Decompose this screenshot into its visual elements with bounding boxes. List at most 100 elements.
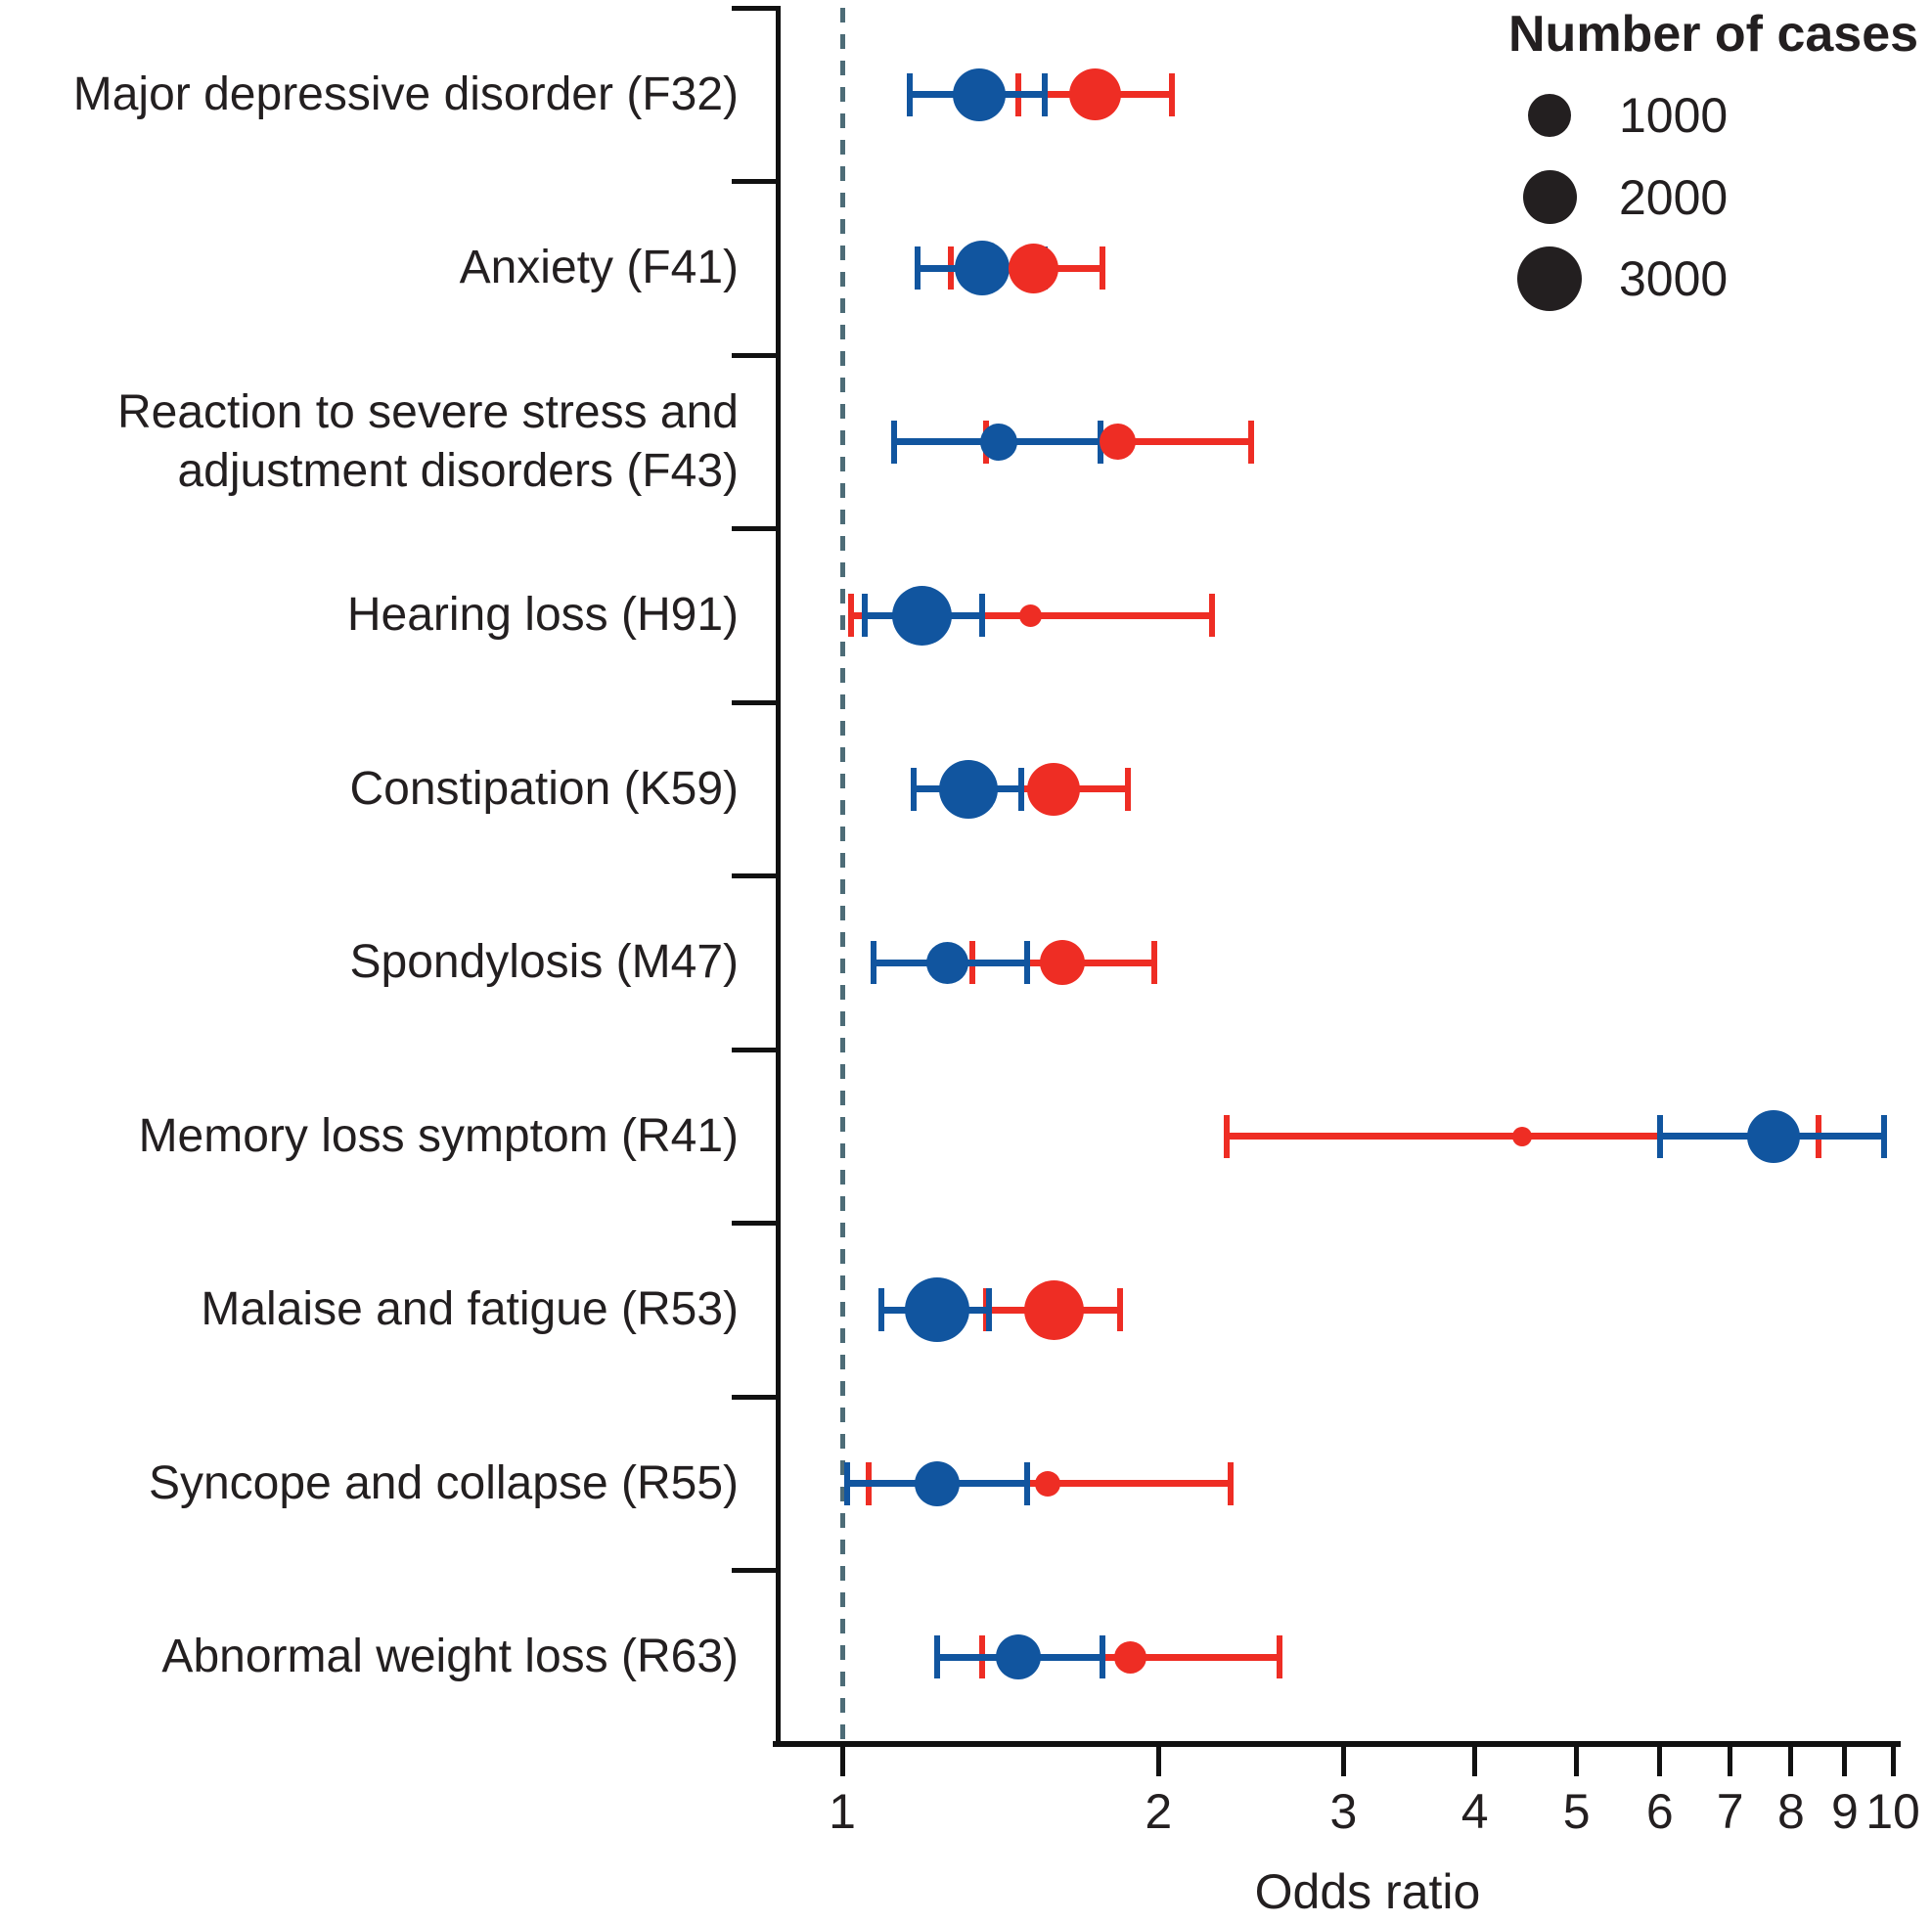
red-errorbar-cap-high	[1150, 941, 1157, 985]
red-errorbar-cap-high	[1209, 594, 1216, 638]
blue-errorbar-cap-low	[878, 1288, 885, 1332]
category-divider-tick	[732, 1394, 781, 1400]
red-data-point	[1023, 1279, 1084, 1340]
red-data-point	[1008, 243, 1058, 293]
blue-data-point	[980, 423, 1018, 461]
legend-item-label: 3000	[1619, 251, 1729, 306]
blue-errorbar-cap-high	[1017, 767, 1024, 811]
category-divider-tick	[732, 1568, 781, 1573]
blue-errorbar-cap-high	[1880, 1114, 1887, 1158]
legend-item-label: 1000	[1619, 88, 1729, 143]
legend-bubble	[1517, 246, 1582, 311]
x-tick	[839, 1747, 845, 1776]
blue-data-point	[952, 67, 1006, 121]
blue-errorbar-cap-low	[890, 420, 897, 464]
x-tick-label: 2	[1145, 1784, 1173, 1839]
red-data-point	[1100, 424, 1137, 461]
category-label: Constipation (K59)	[349, 762, 739, 815]
blue-data-point	[955, 241, 1011, 296]
size-legend: Number of cases 1000 2000 3000	[1487, 0, 1932, 323]
red-errorbar-cap-high	[1117, 1288, 1124, 1332]
x-tick	[1155, 1747, 1161, 1776]
category-divider-tick	[732, 352, 781, 358]
red-errorbar-cap-high	[1247, 420, 1254, 464]
red-data-point	[1068, 68, 1121, 121]
blue-data-point	[904, 1277, 969, 1343]
category-label: Abnormal weight loss (R63)	[161, 1631, 739, 1683]
x-tick	[1842, 1747, 1848, 1776]
x-tick	[1788, 1747, 1794, 1776]
blue-data-point	[1747, 1109, 1801, 1163]
red-errorbar-cap-low	[1223, 1114, 1230, 1158]
red-data-point	[1035, 1470, 1061, 1497]
reference-line	[839, 8, 845, 1744]
blue-data-point	[995, 1634, 1041, 1680]
blue-errorbar-cap-high	[1042, 72, 1049, 116]
red-data-point	[1040, 940, 1086, 986]
legend-title: Number of cases	[1508, 6, 1919, 63]
x-tick-label: 5	[1562, 1784, 1591, 1839]
red-errorbar-cap-high	[1227, 1461, 1234, 1505]
red-errorbar-cap-high	[1100, 246, 1106, 291]
blue-errorbar-cap-high	[979, 594, 986, 638]
x-tick-label: 7	[1716, 1784, 1744, 1839]
x-tick	[1657, 1747, 1663, 1776]
blue-errorbar-cap-low	[1656, 1114, 1663, 1158]
blue-errorbar-cap-low	[907, 72, 914, 116]
legend-bubble	[1522, 170, 1577, 224]
category-label: Reaction to severe stress and adjustment…	[117, 385, 739, 497]
category-label: Major depressive disorder (F32)	[72, 67, 739, 120]
category-label: Malaise and fatigue (R53)	[201, 1283, 739, 1336]
red-errorbar-cap-high	[1277, 1635, 1283, 1679]
category-divider-tick	[732, 5, 781, 11]
x-tick	[1728, 1747, 1733, 1776]
x-axis	[773, 1741, 1901, 1747]
blue-errorbar-cap-high	[1024, 941, 1031, 985]
category-divider-tick	[732, 179, 781, 184]
category-label: Hearing loss (H91)	[346, 589, 739, 642]
red-errorbar-cap-high	[1169, 72, 1176, 116]
red-data-point	[1018, 604, 1042, 627]
x-tick-label: 8	[1777, 1784, 1805, 1839]
blue-data-point	[914, 1460, 960, 1506]
category-divider-tick	[732, 1047, 781, 1052]
x-tick	[1340, 1747, 1346, 1776]
category-label: Spondylosis (M47)	[349, 936, 740, 989]
category-divider-tick	[732, 526, 781, 531]
red-data-point	[1113, 1640, 1146, 1674]
blue-errorbar-cap-high	[1100, 1635, 1106, 1679]
category-divider-tick	[732, 699, 781, 705]
category-label: Anxiety (F41)	[459, 242, 739, 294]
blue-errorbar-cap-high	[986, 1288, 993, 1332]
blue-data-point	[939, 759, 999, 819]
red-errorbar-cap-low	[848, 594, 855, 638]
blue-errorbar-cap-low	[915, 246, 921, 291]
red-data-point	[1027, 762, 1081, 816]
x-tick-label: 10	[1865, 1784, 1920, 1839]
category-label: Syncope and collapse (R55)	[148, 1456, 739, 1509]
red-errorbar-cap-high	[1124, 767, 1131, 811]
x-tick-label: 4	[1460, 1784, 1489, 1839]
category-label: Memory loss symptom (R41)	[138, 1109, 739, 1162]
category-divider-tick	[732, 873, 781, 878]
blue-data-point	[926, 941, 969, 984]
blue-errorbar-cap-low	[861, 594, 868, 638]
legend-item-label: 2000	[1619, 169, 1729, 225]
blue-data-point	[891, 585, 952, 646]
legend-bubble	[1528, 94, 1571, 137]
red-data-point	[1512, 1126, 1533, 1146]
x-tick-label: 1	[829, 1784, 856, 1839]
x-tick	[1574, 1747, 1580, 1776]
x-tick-label: 9	[1830, 1784, 1859, 1839]
blue-errorbar-cap-low	[911, 767, 918, 811]
blue-errorbar-cap-low	[843, 1461, 850, 1505]
blue-errorbar-cap-low	[870, 941, 876, 985]
x-tick	[1472, 1747, 1478, 1776]
x-tick	[1890, 1747, 1896, 1776]
x-axis-title: Odds ratio	[1254, 1864, 1481, 1919]
category-labels-column: Major depressive disorder (F32) Anxiety (…	[0, 8, 739, 1744]
category-divider-tick	[732, 1221, 781, 1226]
blue-errorbar-cap-high	[1024, 1461, 1031, 1505]
